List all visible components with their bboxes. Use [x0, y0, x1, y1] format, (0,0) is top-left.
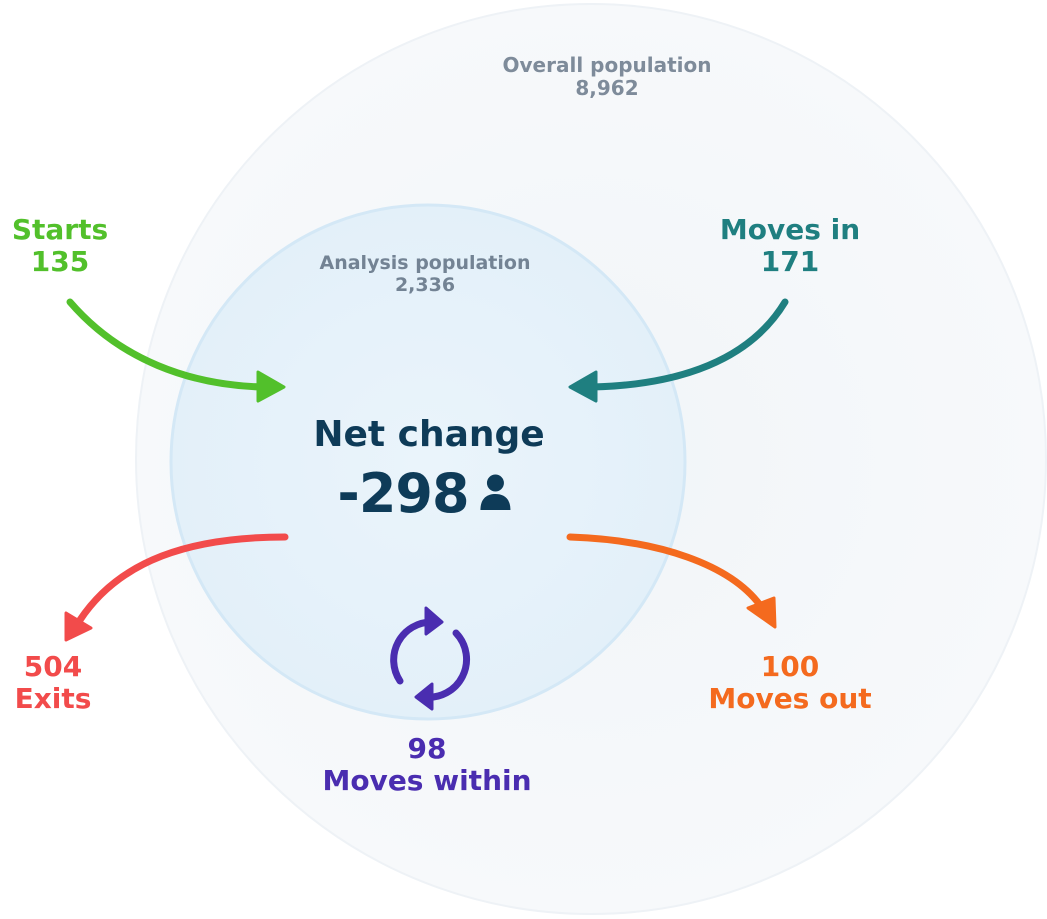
moves-within-title: Moves within	[322, 764, 532, 798]
moves-within-value: 98	[407, 732, 447, 765]
overall-population-value: 8,962	[575, 76, 639, 100]
starts-title: Starts	[11, 213, 109, 246]
net-change-title: Net change	[313, 414, 545, 455]
exits-value: 504	[23, 650, 83, 683]
moves-out-arrow	[566, 533, 777, 629]
net-change-value: -298	[337, 462, 469, 525]
starts-value: 135	[30, 245, 90, 279]
moves-out-value: 100	[760, 650, 820, 683]
exits-label: 504 Exits	[14, 650, 92, 716]
analysis-population-title: Analysis population	[319, 252, 531, 274]
starts-label: Starts 135	[11, 213, 109, 279]
moves-out-label: 100 Moves out	[708, 650, 872, 716]
cycle-arrows-icon	[390, 606, 471, 711]
analysis-population-value: 2,336	[394, 273, 456, 296]
exits-title: Exits	[14, 682, 92, 716]
person-icon	[479, 472, 513, 516]
moves-in-label: Moves in 171	[719, 213, 861, 279]
starts-arrow	[66, 298, 286, 403]
analysis-population-label: Analysis population 2,336	[319, 252, 531, 297]
analysis-population-circle	[169, 203, 687, 721]
moves-in-arrow	[568, 298, 789, 403]
moves-in-title: Moves in	[719, 213, 861, 246]
exits-arrow	[64, 533, 289, 642]
overall-population-title: Overall population	[502, 53, 712, 77]
moves-within-label: 98 Moves within	[322, 732, 532, 798]
moves-in-value: 171	[760, 245, 820, 279]
net-change-row: -298	[337, 462, 512, 525]
moves-out-title: Moves out	[708, 682, 872, 716]
overall-population-label: Overall population 8,962	[503, 54, 712, 100]
